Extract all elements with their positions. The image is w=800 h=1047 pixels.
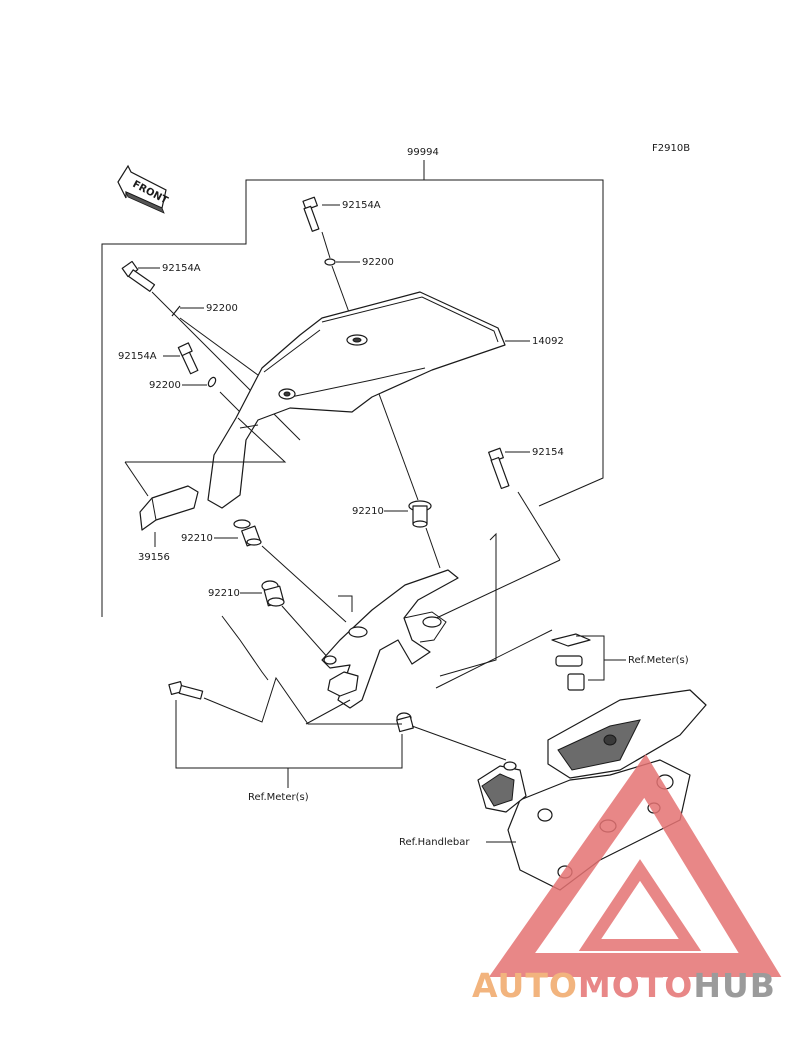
label-collar-left-lower: 92210 xyxy=(208,588,240,599)
label-bolt-left-upper: 92154A xyxy=(162,263,201,274)
collar-center-icon xyxy=(408,500,432,528)
watermark-part2: MOTO xyxy=(578,966,693,1005)
collar-left-upper-icon xyxy=(233,519,262,547)
bolt-lower-left-icon xyxy=(168,681,204,700)
bolt-left-upper-icon xyxy=(121,260,156,292)
washer-left-lower-icon xyxy=(207,376,217,388)
kit-outline xyxy=(101,160,604,617)
watermark-part3: HUB xyxy=(693,966,776,1005)
label-collar-left-upper: 92210 xyxy=(181,533,213,544)
svg-text:AUTOMOTOHUB: AUTOMOTOHUB xyxy=(472,966,776,1005)
label-screen: 14092 xyxy=(532,336,564,347)
bolt-top-icon xyxy=(302,196,320,232)
label-bolt-right: 92154 xyxy=(532,447,564,458)
bush-lower-icon xyxy=(396,712,414,733)
bolt-left-lower-icon xyxy=(177,342,199,375)
label-bolt-top: 92154A xyxy=(342,200,381,211)
collar-left-lower-icon xyxy=(261,580,285,607)
diagram-code: F2910B xyxy=(652,143,690,154)
label-collar-center: 92210 xyxy=(352,506,384,517)
bracket-stay-icon xyxy=(321,569,459,709)
label-washer-left-lower: 92200 xyxy=(149,380,181,391)
bolt-right-icon xyxy=(488,447,510,490)
front-arrow-icon: FRONT xyxy=(117,164,170,214)
watermark-part1: AUTO xyxy=(472,966,578,1005)
cover-icon xyxy=(139,485,199,531)
washer-left-upper-icon xyxy=(171,305,181,317)
label-bolt-left-lower: 92154A xyxy=(118,351,157,362)
washer-top-icon xyxy=(324,258,336,266)
label-cover: 39156 xyxy=(138,552,170,563)
label-ref-meter-right: Ref.Meter(s) xyxy=(628,655,689,666)
label-ref-handlebar: Ref.Handlebar xyxy=(399,837,470,848)
label-washer-top: 92200 xyxy=(362,257,394,268)
label-washer-left-upper: 92200 xyxy=(206,303,238,314)
watermark-logo: AUTOMOTOHUB xyxy=(472,754,782,1005)
meter-rubbers-icon xyxy=(551,633,591,691)
windscreen-icon xyxy=(207,291,506,509)
label-kit: 99994 xyxy=(407,147,439,158)
label-ref-meter-bottom: Ref.Meter(s) xyxy=(248,792,309,803)
